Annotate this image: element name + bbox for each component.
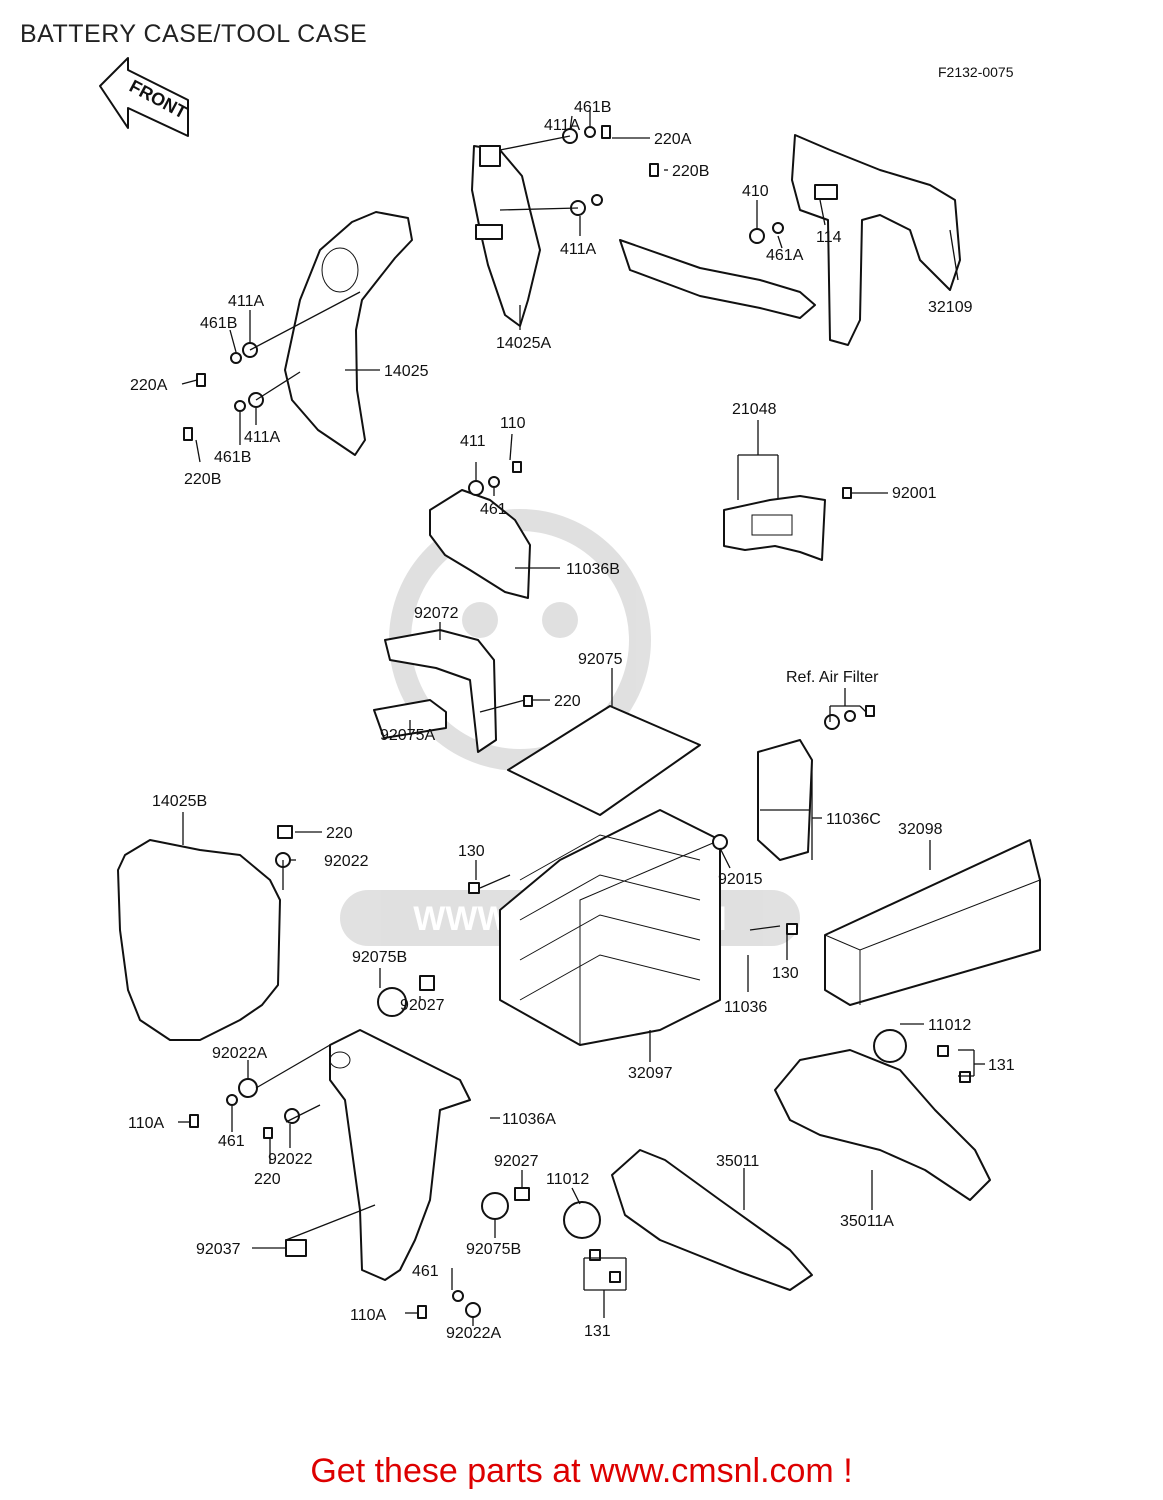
- label-220a-left: 220A: [130, 377, 168, 394]
- label-220a-top: 220A: [654, 131, 692, 148]
- part-35011a-arm: [774, 1049, 991, 1201]
- label-35011: 35011: [716, 1153, 759, 1170]
- footer-link[interactable]: Get these parts at www.cmsnl.com !: [310, 1452, 853, 1490]
- label-114: 114: [816, 229, 842, 246]
- label-461-lower: 461: [412, 1263, 439, 1280]
- label-110a-top: 110A: [128, 1115, 165, 1132]
- label-92075b-top: 92075B: [352, 949, 407, 966]
- label-11036c: 11036C: [826, 811, 881, 828]
- label-411: 411: [460, 433, 486, 450]
- label-92027-top: 92027: [400, 997, 445, 1014]
- label-131-right: 131: [988, 1057, 1015, 1074]
- label-220-left: 220: [326, 825, 353, 842]
- part-92075-pad: [507, 705, 701, 816]
- label-130-left: 130: [458, 843, 485, 860]
- label-92022-lower: 92022: [268, 1151, 313, 1168]
- label-220b-left: 220B: [184, 471, 221, 488]
- label-92072: 92072: [414, 605, 459, 622]
- label-110: 110: [500, 415, 526, 432]
- label-130-right: 130: [772, 965, 799, 982]
- label-32097: 32097: [628, 1065, 673, 1082]
- part-14025-side-plate: [284, 211, 413, 456]
- label-92075a: 92075A: [380, 727, 435, 744]
- label-14025b: 14025B: [152, 793, 207, 810]
- part-11036b-plate: [429, 489, 531, 599]
- label-461b-lower: 461B: [214, 449, 251, 466]
- label-35011a: 35011A: [840, 1213, 894, 1230]
- label-ref-air-filter: Ref. Air Filter: [786, 669, 879, 686]
- label-220-lower: 220: [254, 1171, 281, 1188]
- part-92072-bracket: [373, 629, 497, 753]
- label-11036b: 11036B: [566, 561, 620, 578]
- part-32097-battery-case: [499, 809, 721, 1046]
- label-92001: 92001: [892, 485, 937, 502]
- label-461: 461: [480, 501, 507, 518]
- label-461-left: 461: [218, 1133, 245, 1150]
- label-32098: 32098: [898, 821, 943, 838]
- label-11036: 11036: [724, 999, 767, 1016]
- label-92015: 92015: [718, 871, 763, 888]
- label-110a-lower: 110A: [350, 1307, 387, 1324]
- part-32098-tool-box: [824, 839, 1041, 1006]
- label-32109: 32109: [928, 299, 973, 316]
- label-21048: 21048: [732, 401, 777, 418]
- part-11036a-bracket: [329, 1029, 471, 1281]
- label-11012-left: 11012: [546, 1171, 589, 1188]
- label-14025: 14025: [384, 363, 429, 380]
- fasteners: [183, 125, 971, 1319]
- label-92027-lower: 92027: [494, 1153, 539, 1170]
- label-92022a-top: 92022A: [212, 1045, 267, 1062]
- label-410: 410: [742, 183, 769, 200]
- diagram-title: BATTERY CASE/TOOL CASE: [20, 20, 368, 48]
- part-32109-frame-bar: [619, 134, 961, 346]
- part-21048-bracket: [723, 495, 826, 561]
- label-14025a: 14025A: [496, 335, 551, 352]
- label-411a-lower: 411A: [244, 429, 281, 446]
- label-11036a: 11036A: [502, 1111, 556, 1128]
- part-14025b-cover: [117, 839, 281, 1041]
- part-35011-arm: [611, 1149, 813, 1291]
- label-220b-top: 220B: [672, 163, 709, 180]
- label-461b-left: 461B: [200, 315, 237, 332]
- label-411a-mid: 411A: [560, 241, 597, 258]
- label-92022a-lower: 92022A: [446, 1325, 501, 1342]
- part-14025a-bracket: [471, 145, 541, 327]
- label-411a-left: 411A: [228, 293, 265, 310]
- label-220-mid: 220: [554, 693, 581, 710]
- label-92037: 92037: [196, 1241, 241, 1258]
- label-131-lower: 131: [584, 1323, 611, 1340]
- drawing-code: F2132-0075: [938, 64, 1014, 80]
- leader-lines: [178, 110, 985, 1326]
- label-411a-top: 411A: [544, 117, 581, 134]
- part-labels: 461B 411A 220A 220B 410 114 461A 411A 32…: [128, 99, 1015, 1342]
- label-92075: 92075: [578, 651, 623, 668]
- part-11036c-plate: [757, 739, 813, 861]
- label-461b-top: 461B: [574, 99, 611, 116]
- label-11012-right: 11012: [928, 1017, 971, 1034]
- front-arrow-icon: FRONT: [99, 57, 190, 137]
- label-461a: 461A: [766, 247, 804, 264]
- label-92022-left: 92022: [324, 853, 369, 870]
- label-92075b-lower: 92075B: [466, 1241, 521, 1258]
